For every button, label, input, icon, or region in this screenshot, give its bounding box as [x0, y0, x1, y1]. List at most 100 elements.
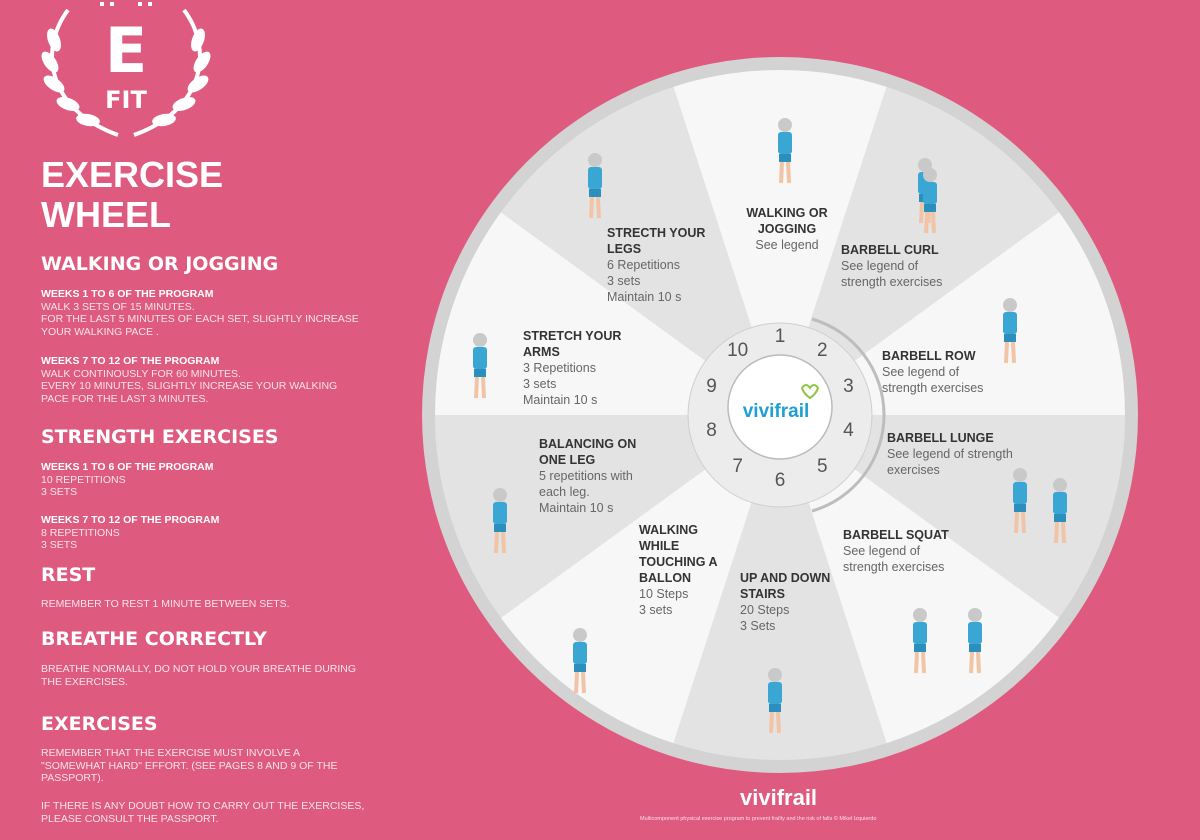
label-line: See legend of [843, 544, 921, 558]
wheel-sector [780, 415, 1060, 744]
label-line: each leg. [539, 485, 590, 499]
walking-w1-line: FOR THE LAST 5 MINUTES OF EACH SET, SLIG… [41, 313, 359, 325]
label-line: Maintain 10 s [523, 393, 598, 407]
walking-w7-line: PACE FOR THE LAST 3 MINUTES. [41, 392, 209, 405]
wheel-number: 4 [843, 420, 854, 441]
wheel-sector [500, 415, 780, 744]
walking-w1-line: YOUR WALKING PACE . [41, 325, 159, 338]
exercises-line: REMEMBER THAT THE EXERCISE MUST INVOLVE … [41, 747, 301, 759]
label-title: BARBELL SQUAT [843, 528, 949, 542]
exercise-figure-icon [968, 608, 982, 674]
exercises-line: PASSPORT). [41, 772, 104, 784]
wheel-number: 8 [706, 420, 717, 441]
wheel-number: 2 [817, 340, 828, 361]
breathe-line: THE EXERCISES. [41, 675, 128, 688]
label-title: STRETCH YOUR [523, 329, 622, 343]
breathe-heading: BREATHE CORRECTLY [41, 628, 267, 650]
label-title: BARBELL CURL [841, 243, 939, 257]
strength-w7-title: WEEKS 7 TO 12 OF THE PROGRAM [41, 514, 220, 526]
exercise-figure-icon [573, 628, 587, 694]
wheel-number: 7 [732, 456, 743, 477]
footer-vivifrail-logo: vivifrail [740, 785, 818, 810]
wheel-number: 1 [775, 326, 786, 347]
label-line: strength exercises [843, 560, 945, 574]
label-title: BARBELL ROW [882, 349, 976, 363]
title-line-1: EXERCISE [41, 154, 224, 195]
exercise-figure-icon [473, 333, 487, 399]
exercise-figure-icon [778, 118, 792, 184]
exercise-figure-icon [1053, 478, 1067, 544]
label-line: 10 Steps [639, 587, 689, 601]
exercises-line: "SOMEWHAT HARD" EFFORT. (SEE PAGES 8 AND… [41, 759, 338, 772]
label-line: See legend of [882, 365, 960, 379]
strength-weeks-7-12: WEEKS 7 TO 12 OF THE PROGRAM 8 REPETITIO… [41, 514, 219, 552]
label-title: JOGGING [757, 222, 817, 236]
label-line: See legend [755, 238, 819, 252]
exercise-figure-icon [1003, 298, 1017, 364]
label-line: 3 sets [523, 377, 557, 391]
walking-weeks-7-12: WEEKS 7 TO 12 OF THE PROGRAM WALK CONTIN… [41, 355, 337, 405]
label-line: 20 Steps [740, 603, 790, 617]
label-title: WHILE [639, 539, 680, 553]
wheel-number: 3 [843, 376, 854, 397]
label-title: ARMS [523, 345, 560, 359]
footer-credit: Multicomponent physical exercise program… [640, 816, 877, 822]
wheel-sector [780, 415, 1125, 618]
exercise-figure-icon [588, 153, 602, 219]
label-title: STRECTH YOUR [607, 226, 706, 240]
title-line-2: WHEEL [41, 194, 171, 235]
strength-weeks-1-6: WEEKS 1 TO 6 OF THE PROGRAM 10 REPETITIO… [41, 461, 214, 499]
label-line: 6 Repetitions [607, 258, 680, 272]
exercise-figure-icon [923, 168, 937, 234]
wheel-number: 6 [775, 470, 786, 491]
wheel-number: 5 [817, 456, 828, 477]
walking-heading: WALKING OR JOGGING [41, 253, 279, 275]
breathe-line: BREATHE NORMALLY, DO NOT HOLD YOUR BREAT… [41, 663, 357, 675]
label-line: 3 sets [607, 274, 641, 288]
exercise-figure-icon [768, 668, 782, 734]
wheel-sector [500, 86, 780, 415]
exercise-figure-icon [913, 608, 927, 674]
logo-letter: E [104, 14, 148, 87]
wheel-sector [673, 70, 887, 415]
label-title: BARBELL LUNGE [887, 431, 994, 445]
exercise-figure-icon [1013, 468, 1027, 534]
label-title: BALANCING ON [539, 437, 637, 451]
wheel-number: 9 [706, 376, 717, 397]
strength-w1-line: 10 REPETITIONS [41, 473, 126, 486]
heart-icon [800, 384, 820, 400]
label-line: strength exercises [841, 275, 943, 289]
label-barbell-curl: BARBELL CURL See legend of strength exerc… [841, 242, 942, 290]
label-line: Maintain 10 s [539, 501, 614, 515]
center-hub [727, 354, 833, 460]
strength-w1-line: 3 SETS [41, 486, 78, 498]
wheel-sector [435, 212, 780, 415]
label-line: strength exercises [882, 381, 984, 395]
wheel-sector [673, 415, 887, 760]
strength-w7-line: 8 REPETITIONS [41, 526, 120, 539]
label-title: STAIRS [740, 587, 785, 601]
rest-text: REMEMBER TO REST 1 MINUTE BETWEEN SETS. [41, 598, 290, 611]
strength-heading: STRENGTH EXERCISES [41, 426, 279, 448]
label-line: Maintain 10 s [607, 290, 682, 304]
walking-w1-title: WEEKS 1 TO 6 OF THE PROGRAM [41, 288, 214, 300]
label-line: 3 sets [639, 603, 673, 617]
label-title: WALKING OR [746, 206, 828, 220]
label-line: See legend of [841, 259, 919, 273]
wheel-number: 10 [727, 340, 748, 361]
label-title: ONE LEG [539, 453, 596, 467]
walking-w7-line: WALK CONTINOUSLY FOR 60 MINUTES. [41, 367, 241, 380]
wheel-sector [435, 415, 780, 618]
exercise-figure-icon [493, 488, 507, 554]
walking-w7-line: EVERY 10 MINUTES, SLIGHTLY INCREASE YOUR… [41, 380, 338, 392]
label-line: exercises [887, 463, 940, 477]
exercises-heading: EXERCISES [41, 713, 158, 735]
strength-w7-line: 3 SETS [41, 539, 78, 551]
rest-line: REMEMBER TO REST 1 MINUTE BETWEEN SETS. [41, 598, 290, 610]
